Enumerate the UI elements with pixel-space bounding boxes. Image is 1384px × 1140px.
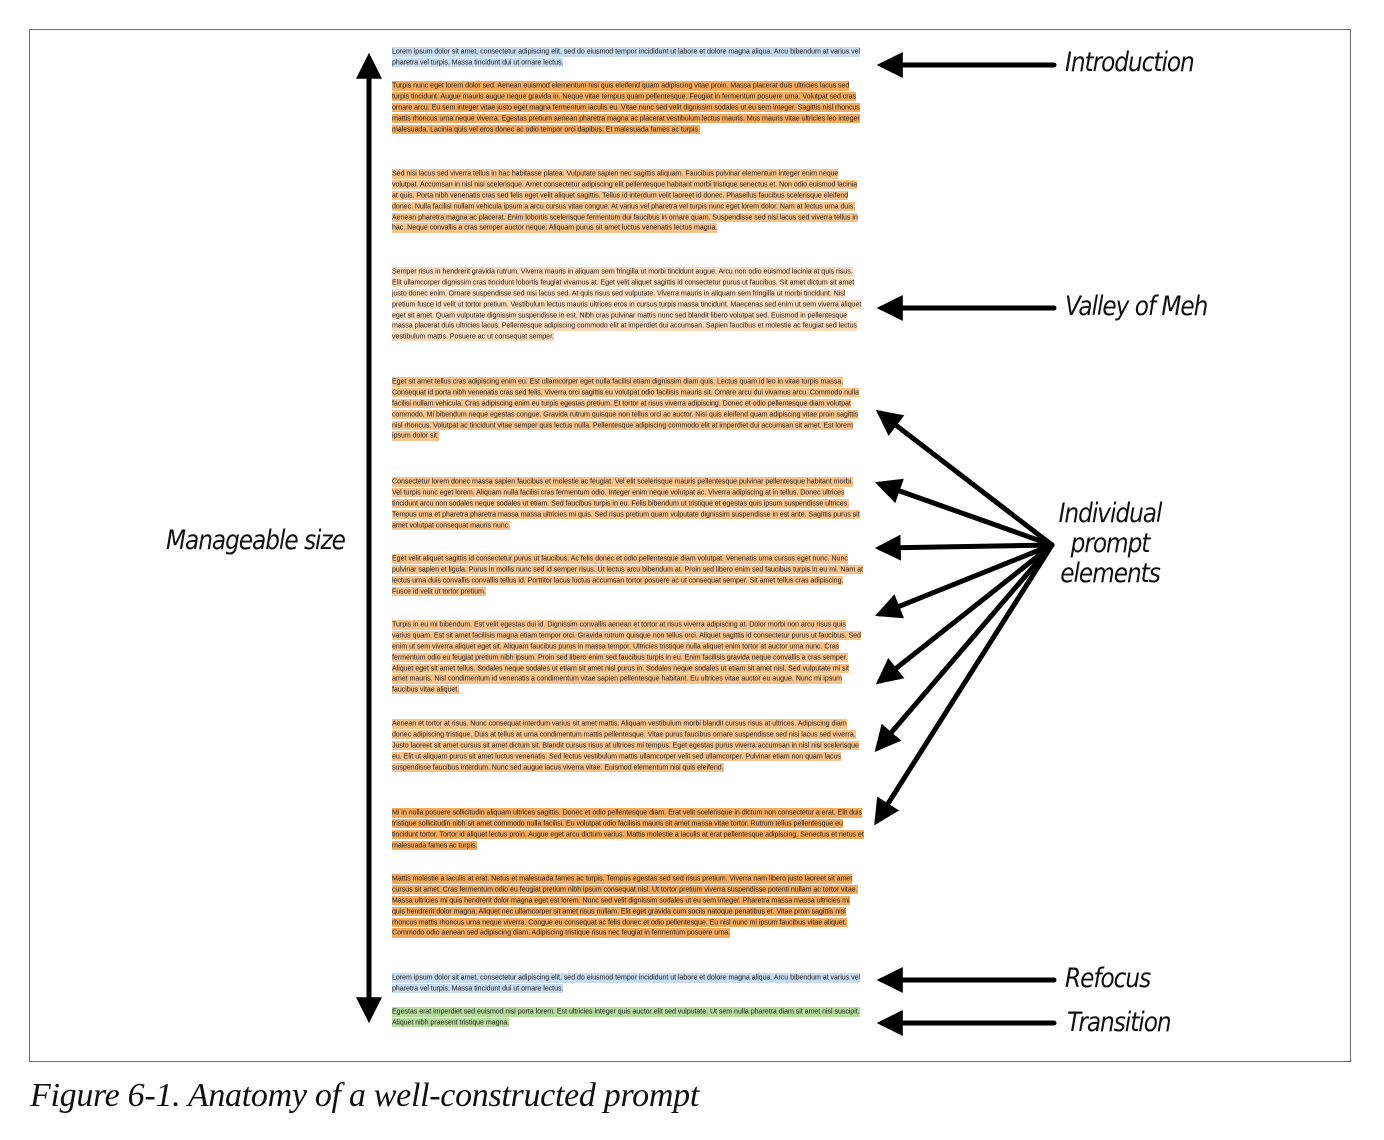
paragraph-element-2: Sed nisi lacus sed viverra tellus in hac… bbox=[392, 169, 864, 234]
paragraph-text: Turpis nunc eget lorem dolor sed. Aenean… bbox=[392, 81, 860, 134]
paragraph-text: Egestas erat imperdiet sed euismod nisi … bbox=[392, 1007, 860, 1028]
paragraph-text: Eget velit aliquet sagittis id consectet… bbox=[392, 554, 863, 596]
paragraph-text: Turpis in eu mi bibendum. Est velit eges… bbox=[392, 620, 861, 695]
paragraph-text: Semper risus in hendrerit gravida rutrum… bbox=[392, 267, 862, 342]
paragraph-text: Mi in nulla posuere sollicitudin aliquam… bbox=[392, 808, 864, 850]
paragraph-text: Consectetur lorem donec massa sapien fau… bbox=[392, 477, 860, 530]
paragraph-text: Aenean et tortor at risus. Nunc consequa… bbox=[392, 719, 859, 772]
label-elements: elements bbox=[1060, 558, 1161, 589]
paragraph-introduction: Lorem ipsum dolor sit amet, consectetur … bbox=[392, 47, 864, 69]
paragraph-element-7: Aenean et tortor at risus. Nunc consequa… bbox=[392, 719, 864, 773]
paragraph-text: Lorem ipsum dolor sit amet, consectetur … bbox=[392, 47, 860, 68]
paragraph-text: Mattis molestie a iaculis at erat. Netus… bbox=[392, 874, 858, 938]
label-individual: Individual bbox=[1058, 498, 1163, 529]
label-introduction: Introduction bbox=[1065, 47, 1195, 78]
label-transition: Transition bbox=[1067, 1007, 1172, 1038]
label-valley-of-meh: Valley of Meh bbox=[1065, 291, 1208, 322]
paragraph-refocus: Lorem ipsum dolor sit amet, consectetur … bbox=[392, 973, 864, 995]
paragraph-text: Sed nisi lacus sed viverra tellus in hac… bbox=[392, 169, 858, 233]
paragraph-element-1: Turpis nunc eget lorem dolor sed. Aenean… bbox=[392, 81, 864, 135]
paragraph-transition: Egestas erat imperdiet sed euismod nisi … bbox=[392, 1007, 864, 1029]
label-prompt: prompt bbox=[1070, 528, 1151, 559]
paragraph-text: Lorem ipsum dolor sit amet, consectetur … bbox=[392, 973, 860, 994]
paragraph-element-8: Mi in nulla posuere sollicitudin aliquam… bbox=[392, 808, 864, 851]
paragraph-valley-of-meh: Semper risus in hendrerit gravida rutrum… bbox=[392, 267, 864, 343]
paragraph-element-4: Consectetur lorem donec massa sapien fau… bbox=[392, 477, 864, 531]
paragraph-text: Eget sit amet tellus cras adipiscing eni… bbox=[392, 377, 859, 441]
label-manageable-size: Manageable size bbox=[166, 525, 346, 556]
figure-caption: Figure 6-1. Anatomy of a well-constructe… bbox=[30, 1077, 699, 1114]
paragraph-element-3: Eget sit amet tellus cras adipiscing eni… bbox=[392, 377, 864, 442]
paragraph-element-5: Eget velit aliquet sagittis id consectet… bbox=[392, 554, 864, 597]
paragraph-element-6: Turpis in eu mi bibendum. Est velit eges… bbox=[392, 620, 864, 696]
paragraph-element-9: Mattis molestie a iaculis at erat. Netus… bbox=[392, 874, 864, 939]
label-refocus: Refocus bbox=[1065, 963, 1151, 994]
